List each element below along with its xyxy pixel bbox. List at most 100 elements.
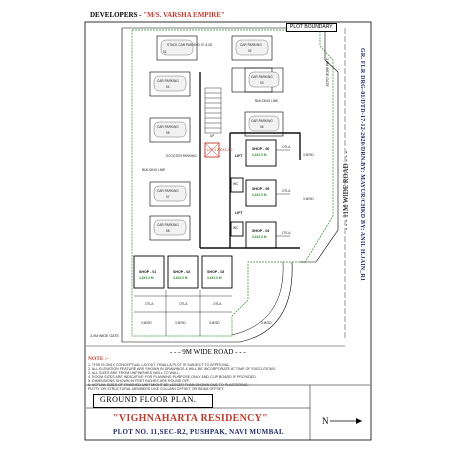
parking-bay [149,215,191,241]
parking-bay [156,35,198,61]
parking-bay [244,67,284,93]
parking-no: 08 [166,229,170,233]
shop-06-area: 3.4X2.0 M [252,153,267,157]
lift-cross [204,142,220,158]
wc-box [230,221,244,237]
wc-box [230,177,244,193]
compound-wall-curve [121,28,293,343]
sheet-frame [84,21,372,441]
shop-02-outline [167,255,199,289]
car-icon [153,219,187,236]
shop-03-outline [201,255,233,289]
wc-label: WC [233,226,239,230]
note-line: PUTTY OR STRUCTURAL MEMBERS LIKE COLUMN … [88,387,225,391]
parking-label: STACK CAR PARKING 07 & 08 [167,43,212,47]
lift-label: LIFT [235,211,243,215]
otla-label: OTLA [145,302,154,306]
otla-label: OTLA [282,231,291,235]
margin-label: 3 M/SD [261,321,272,325]
note-line: 6. ACTUAL SIZES OF FINISHED UNIT MIGHT B… [88,383,249,387]
project-address: PLOT NO. 11,SEC-R2, PUSHPAK, NAVI MUMBAI… [113,428,284,436]
shop-03-area: 3.4X2.0 M [207,276,222,280]
up-label: UP [210,134,215,138]
shops-right [230,139,277,249]
parking-bay [149,181,191,207]
scooter-parking-label: SCOOTER PARKING [166,154,197,158]
parking-label: CAR PARKING [240,43,262,47]
floor-title-box [93,394,213,408]
shop-02-label: SHOP - 02 [173,270,191,274]
car-glyphs [153,39,280,236]
margin-label: 3 M/SD [175,321,186,325]
parking-no: 07 [166,195,170,199]
parking-bay [244,111,284,137]
road-label-11m: - - - 11M WIDE ROAD - - - [342,151,350,230]
parking-bay [149,117,191,143]
note-line: 4. ROOM SIZES ARE INDICATIVE FOR PLANNIN… [88,375,257,379]
plot-boundary-label: PLOT BOUNDARY [286,23,337,32]
parking-label: CAR PARKING [251,119,273,123]
right-gate-label: 3.0M WIDE GATE [325,58,329,87]
car-icon [248,115,280,132]
parking-no: 05 [166,131,170,135]
shop-01-outline [133,255,165,289]
car-icon [235,39,269,56]
parking-no: 06 [260,125,264,129]
developer-header: DEVELOPERS - "M/S. VARSHA EMPIRE" [90,12,225,19]
car-icon [153,185,187,202]
parking-no: 01 [163,50,167,54]
project-name: "VIGHNAHARTA RESIDENCY" [113,413,268,424]
car-icon [160,39,194,56]
otla-label: OTLA [179,302,188,306]
notes-title: NOTE :- [88,356,109,362]
building-line-label: BUILDING LINE [142,168,166,172]
otla-label: OTLA [282,189,291,193]
parking-no: 04 [166,85,170,89]
parking-label: CAR PARKING [157,125,179,129]
note-line: 2. ALL ELEVATION FEATURE ARE SHOWN IN DR… [88,367,276,371]
north-arrow-head [356,418,362,424]
parking-bay [149,71,191,97]
parking-label: CAR PARKING [157,189,179,193]
parking-label: CAR PARKING [157,79,179,83]
building-line-label: BUILDING LINE [255,99,279,103]
otla-label: OTLA [282,145,291,149]
parking-label: CAR PARKING [251,75,273,79]
shop-05-label: SHOP - 05 [252,187,270,191]
otla-label: OTLA [213,302,222,306]
margin-label: 3 M/SD [141,321,152,325]
plot-boundary-line [131,29,334,337]
shop-04-label: SHOP - 04 [252,229,270,233]
shops-bottom [133,255,233,289]
parking-no: 02 [248,49,252,53]
shop-03-label: SHOP - 03 [207,270,225,274]
shop-05-outline [245,179,277,207]
developers-label: DEVELOPERS - [90,11,144,19]
parking-bay [231,35,273,61]
shop-01-area: 3.4X2.0 M [139,276,154,280]
margin-label: 3 M/SD [209,321,220,325]
parking-no: 03 [260,81,264,85]
parking-label: CAR PARKING [157,223,179,227]
note-line: 3. ALL SIZES ARE FROM UNFINISHED WALL TO… [88,371,181,375]
car-icon [153,75,187,92]
car-icon [248,71,280,88]
parking-bays [149,35,284,241]
drawing-credit: GR. FLR DRG-01/DTD-17-12-2020/DRN.BY: MA… [359,48,365,282]
shop-06-label: SHOP - 06 [252,147,270,151]
note-line: 1. THIS IS ONLY CONCEPTUAL LAYOUT, FINAL… [88,363,231,367]
wc-label: WC [233,182,239,186]
shop-06-outline [245,139,277,167]
car-icon [153,121,187,138]
otla-dividers [134,290,232,336]
lift-outline [204,142,220,158]
shops-right-hatch [276,149,290,237]
staircase [204,87,222,134]
lift-label: LIFT [235,154,243,158]
left-gate-label: 3.0M WIDE GATE [90,334,119,338]
shop-01-label: SHOP - 01 [139,270,157,274]
shop-02-area: 3.4X2.0 M [173,276,188,280]
lift-box-label: LIFT 1.200X1.200 [207,148,233,152]
